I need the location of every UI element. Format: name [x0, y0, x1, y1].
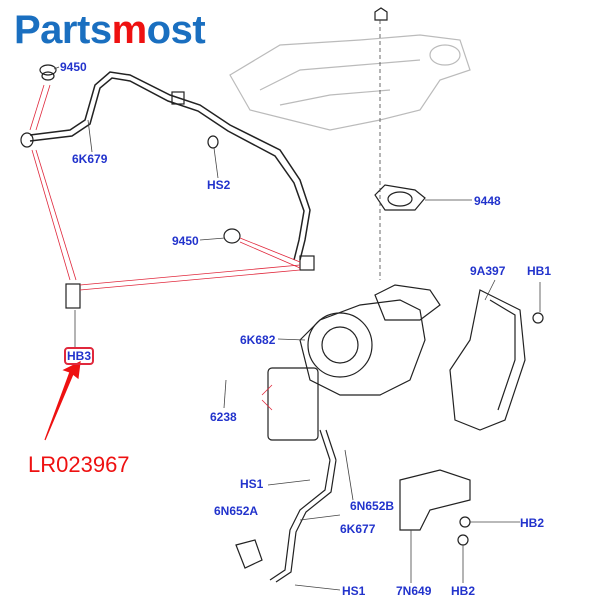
exhaust-manifold — [229, 34, 471, 131]
label-6k682[interactable]: 6K682 — [240, 333, 276, 347]
fittings — [20, 7, 426, 309]
label-6n652b[interactable]: 6N652B — [350, 499, 395, 513]
label-hb2-right[interactable]: HB2 — [520, 516, 545, 530]
label-6n652a[interactable]: 6N652A — [214, 504, 259, 518]
logo-text-m: m — [111, 8, 148, 52]
leader-lines — [53, 20, 541, 591]
part-number: LR023967 — [28, 452, 130, 477]
logo-text-ost: ost — [146, 8, 206, 52]
label-hb3-highlighted[interactable]: HB3 — [64, 347, 95, 365]
label-7n649[interactable]: 7N649 — [396, 584, 432, 598]
label-9448[interactable]: 9448 — [474, 194, 501, 208]
label-hb2-bottom[interactable]: HB2 — [451, 584, 476, 598]
turbocharger — [235, 284, 441, 583]
label-6238[interactable]: 6238 — [210, 410, 237, 424]
callout-arrow — [44, 360, 81, 441]
logo-text-parts: Parts — [14, 8, 112, 52]
label-6k679[interactable]: 6K679 — [72, 152, 108, 166]
partsmost-logo: Partsmost — [14, 8, 206, 52]
callout-red-lines — [29, 84, 301, 411]
label-9450-top[interactable]: 9450 — [60, 60, 87, 74]
oil-feed-pipe — [29, 71, 311, 261]
bracket — [399, 469, 471, 546]
label-9450[interactable]: 9450 — [172, 234, 199, 248]
label-hs2[interactable]: HS2 — [207, 178, 231, 192]
heat-shield — [449, 289, 544, 431]
label-hs1-upper[interactable]: HS1 — [240, 477, 264, 491]
label-9a397[interactable]: 9A397 — [470, 264, 506, 278]
label-hb1[interactable]: HB1 — [527, 264, 552, 278]
label-hs1-lower[interactable]: HS1 — [342, 584, 366, 598]
label-6k677[interactable]: 6K677 — [340, 522, 376, 536]
